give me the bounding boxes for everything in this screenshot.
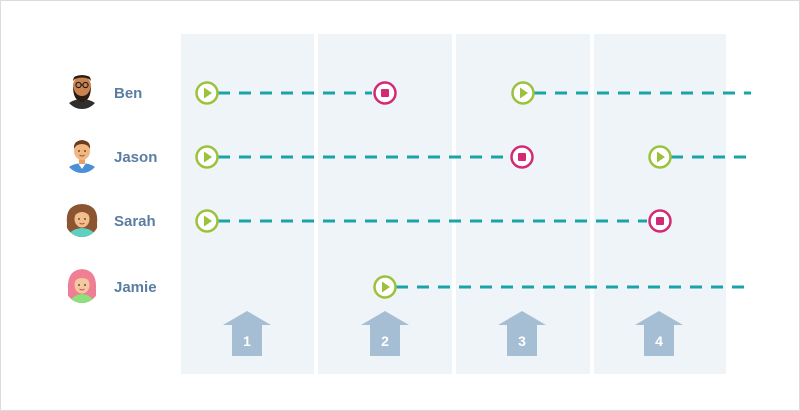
column-label-2: 2 bbox=[381, 333, 389, 349]
woman-curly-hair-avatar-icon bbox=[65, 203, 99, 237]
ben-stop-icon bbox=[373, 81, 397, 105]
person-names: Ben Jason Sarah Jamie bbox=[114, 85, 157, 296]
start-markers bbox=[195, 81, 672, 299]
timeline-lines bbox=[218, 91, 753, 289]
jason-start-icon bbox=[195, 145, 219, 169]
person-name-ben: Ben bbox=[114, 85, 142, 102]
jason-stop-icon bbox=[510, 145, 534, 169]
column-arrow-3: 3 bbox=[498, 311, 546, 356]
column-arrow-4: 4 bbox=[635, 311, 683, 356]
column-backgrounds bbox=[181, 34, 726, 374]
stop-markers bbox=[373, 81, 672, 233]
person-name-jason: Jason bbox=[114, 149, 157, 166]
man-with-beard-avatar-icon bbox=[65, 75, 99, 109]
sarah-start-icon bbox=[195, 209, 219, 233]
column-label-4: 4 bbox=[655, 333, 663, 349]
person-name-jamie: Jamie bbox=[114, 279, 157, 296]
woman-pink-hair-avatar-icon bbox=[65, 269, 99, 303]
column-arrow-1: 1 bbox=[223, 311, 271, 356]
ben-start-icon-2 bbox=[511, 81, 535, 105]
column-arrow-2: 2 bbox=[361, 311, 409, 356]
column-label-3: 3 bbox=[518, 333, 526, 349]
ben-start-icon bbox=[195, 81, 219, 105]
person-name-sarah: Sarah bbox=[114, 213, 156, 230]
column-arrows: 1 2 3 4 bbox=[223, 311, 683, 356]
jason-start-icon-2 bbox=[648, 145, 672, 169]
column-label-1: 1 bbox=[243, 333, 251, 349]
man-short-hair-avatar-icon bbox=[65, 139, 99, 173]
jamie-start-icon bbox=[373, 275, 397, 299]
sarah-stop-icon bbox=[648, 209, 672, 233]
